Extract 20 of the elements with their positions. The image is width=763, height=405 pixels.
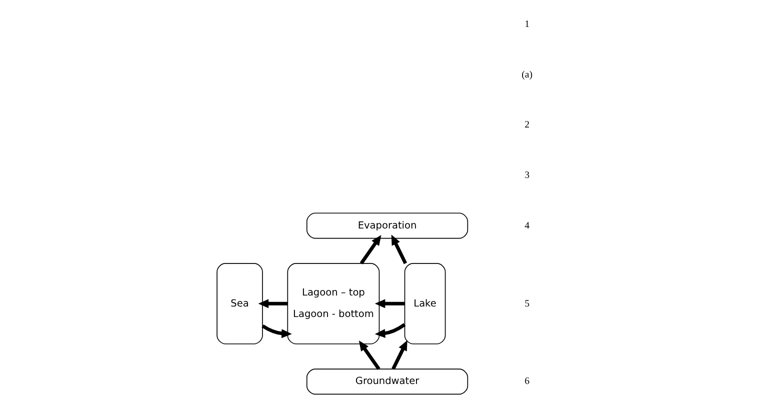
node-box: Lake (404, 262, 446, 344)
arrow (391, 234, 408, 264)
arrow (262, 324, 292, 338)
label: 2 (524, 119, 530, 130)
arrow (374, 298, 405, 308)
arrow (392, 340, 408, 370)
arrow (360, 234, 382, 264)
label: (a) (522, 68, 533, 80)
label: 4 (524, 220, 530, 231)
label: 5 (524, 298, 530, 309)
label: 6 (524, 376, 530, 387)
node-box: Groundwater (306, 368, 468, 394)
label: 1 (524, 18, 530, 30)
node-box: Evaporation (306, 212, 468, 238)
label: 3 (524, 169, 530, 180)
node-box: Lagoon – top Lagoon - bottom (287, 262, 380, 344)
arrow (374, 322, 406, 338)
node-box: Sea (216, 262, 263, 344)
arrow (358, 340, 380, 370)
arrow (258, 298, 288, 308)
